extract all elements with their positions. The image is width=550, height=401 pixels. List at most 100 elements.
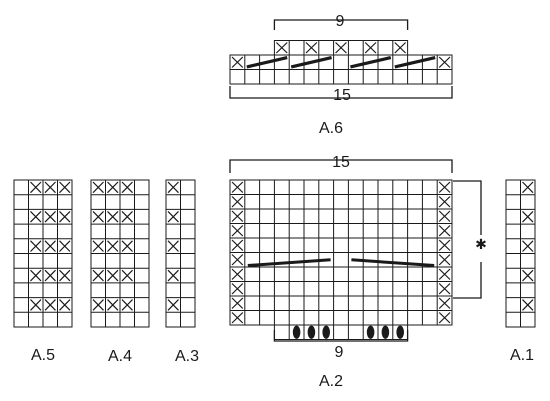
cross-stitch-symbol bbox=[522, 269, 534, 282]
cross-stitch-symbol bbox=[121, 269, 133, 282]
cross-stitch-symbol bbox=[167, 210, 179, 223]
cross-stitch-symbol bbox=[107, 299, 119, 311]
cross-stitch-symbol bbox=[522, 181, 534, 194]
cross-stitch-symbol bbox=[167, 299, 179, 311]
cross-stitch-symbol bbox=[522, 240, 534, 252]
cross-stitch-symbol bbox=[30, 269, 42, 282]
diagonal-decrease-symbol bbox=[247, 258, 331, 268]
cross-stitch-symbol bbox=[231, 283, 244, 295]
diagonal-decrease-symbol bbox=[246, 56, 288, 69]
oval-bobble-symbol bbox=[292, 325, 301, 339]
cross-stitch-symbol bbox=[167, 240, 179, 252]
a2-top-count: 15 bbox=[332, 154, 350, 171]
cross-stitch-symbol bbox=[522, 299, 534, 311]
chart-marks bbox=[30, 42, 534, 339]
cross-stitch-symbol bbox=[231, 210, 244, 222]
cross-stitch-symbol bbox=[438, 239, 451, 251]
a4-label: A.4 bbox=[108, 348, 132, 365]
cross-stitch-symbol bbox=[438, 268, 451, 280]
oval-bobble-symbol bbox=[366, 325, 375, 339]
cross-stitch-symbol bbox=[107, 269, 119, 282]
a6-top-count: 9 bbox=[336, 13, 345, 30]
cross-stitch-symbol bbox=[305, 42, 318, 54]
chart-brackets bbox=[229, 19, 482, 342]
cross-stitch-symbol bbox=[231, 297, 244, 309]
diagonal-decrease-symbol bbox=[350, 56, 392, 69]
cross-stitch-symbol bbox=[44, 181, 56, 194]
cross-stitch-symbol bbox=[59, 269, 71, 282]
cross-stitch-symbol bbox=[438, 312, 451, 324]
cross-stitch-symbol bbox=[107, 210, 119, 223]
cross-stitch-symbol bbox=[522, 210, 534, 223]
cross-stitch-symbol bbox=[121, 210, 133, 223]
cross-stitch-symbol bbox=[438, 283, 451, 295]
cross-stitch-symbol bbox=[44, 299, 56, 311]
cross-stitch-symbol bbox=[107, 181, 119, 194]
a1-label: A.1 bbox=[510, 347, 534, 364]
cross-stitch-symbol bbox=[121, 240, 133, 252]
cross-stitch-symbol bbox=[275, 42, 288, 54]
diagonal-decrease-symbol bbox=[394, 56, 436, 69]
diagonal-decrease-symbol bbox=[290, 56, 332, 69]
a3-label: A.3 bbox=[175, 348, 199, 365]
a2-bottom-count: 9 bbox=[335, 344, 344, 361]
cross-stitch-symbol bbox=[335, 42, 347, 54]
cross-stitch-symbol bbox=[438, 254, 451, 266]
a6-bottom-count: 15 bbox=[333, 87, 351, 104]
cross-stitch-symbol bbox=[438, 196, 451, 208]
oval-bobble-symbol bbox=[396, 325, 405, 339]
a6-bottom-bracket bbox=[229, 86, 453, 99]
cross-stitch-symbol bbox=[231, 56, 244, 68]
cross-stitch-symbol bbox=[44, 210, 56, 223]
oval-bobble-symbol bbox=[307, 325, 316, 339]
a2-bottom-bracket bbox=[273, 330, 409, 342]
cross-stitch-symbol bbox=[438, 56, 451, 68]
cross-stitch-symbol bbox=[30, 181, 42, 194]
cross-stitch-symbol bbox=[231, 181, 244, 193]
a5-label: A.5 bbox=[31, 347, 55, 364]
a6-label: A.6 bbox=[319, 120, 343, 137]
cross-stitch-symbol bbox=[231, 268, 244, 280]
cross-stitch-symbol bbox=[59, 210, 71, 223]
cross-stitch-symbol bbox=[44, 240, 56, 252]
a2-top-bracket bbox=[229, 159, 453, 173]
cross-stitch-symbol bbox=[92, 181, 104, 194]
cross-stitch-symbol bbox=[231, 225, 244, 237]
cross-stitch-symbol bbox=[364, 42, 377, 54]
cross-stitch-symbol bbox=[438, 225, 451, 237]
cross-stitch-symbol bbox=[59, 299, 71, 311]
cross-stitch-symbol bbox=[92, 299, 104, 311]
a6-top-bracket bbox=[273, 19, 409, 30]
cross-stitch-symbol bbox=[107, 240, 119, 252]
cross-stitch-symbol bbox=[438, 297, 451, 309]
a6-grid-upper-border bbox=[273, 40, 409, 56]
cross-stitch-symbol bbox=[394, 42, 407, 54]
cross-stitch-symbol bbox=[231, 312, 244, 324]
cross-stitch-symbol bbox=[30, 240, 42, 252]
cross-stitch-symbol bbox=[167, 181, 179, 194]
cross-stitch-symbol bbox=[121, 299, 133, 311]
chart-grids bbox=[13, 40, 536, 340]
cross-stitch-symbol bbox=[121, 181, 133, 194]
a2-label: A.2 bbox=[319, 373, 343, 390]
cross-stitch-symbol bbox=[30, 299, 42, 311]
cross-stitch-symbol bbox=[30, 210, 42, 223]
diagonal-decrease-symbol bbox=[351, 258, 435, 268]
oval-bobble-symbol bbox=[381, 325, 390, 339]
cross-stitch-symbol bbox=[59, 181, 71, 194]
oval-bobble-symbol bbox=[322, 325, 331, 339]
cross-stitch-symbol bbox=[59, 240, 71, 252]
a2-repeat-bracket bbox=[453, 180, 482, 299]
cross-stitch-symbol bbox=[92, 240, 104, 252]
cross-stitch-symbol bbox=[92, 269, 104, 282]
cross-stitch-symbol bbox=[92, 210, 104, 223]
repeat-star-symbol: ✱ bbox=[475, 236, 487, 252]
cross-stitch-symbol bbox=[438, 181, 451, 193]
cross-stitch-symbol bbox=[231, 196, 244, 208]
cross-stitch-symbol bbox=[44, 269, 56, 282]
cross-stitch-symbol bbox=[231, 239, 244, 251]
cross-stitch-symbol bbox=[438, 210, 451, 222]
cross-stitch-symbol bbox=[167, 269, 179, 282]
cross-stitch-symbol bbox=[231, 254, 244, 266]
